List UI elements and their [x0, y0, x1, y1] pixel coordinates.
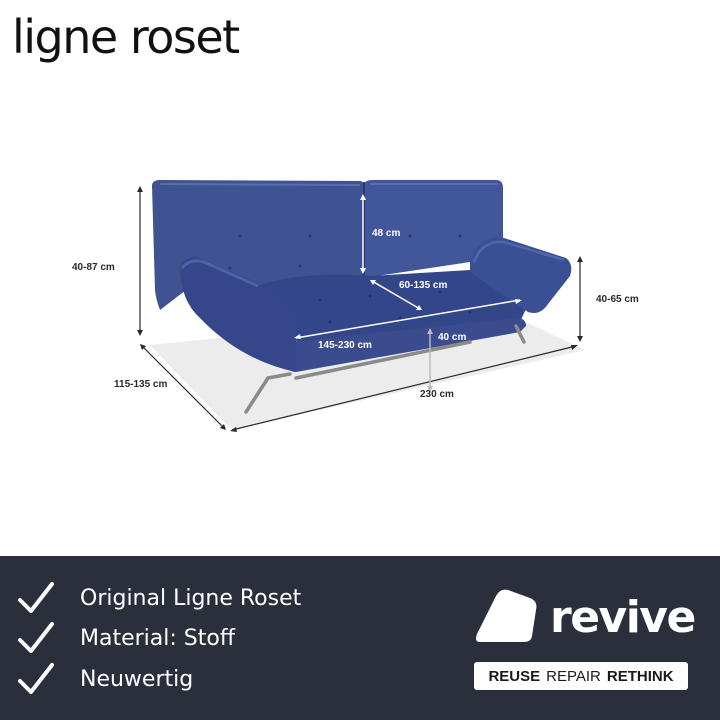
revive-logo: revive: [474, 586, 696, 656]
right-armrest: [470, 237, 572, 313]
dimension-backrest-height: 48 cm: [372, 228, 400, 239]
left-armrest: [180, 257, 296, 372]
dimension-total-width: 230 cm: [420, 389, 454, 400]
dimension-seat-depth: 60-135 cm: [399, 280, 447, 291]
revive-wordmark: revive: [550, 592, 696, 643]
dimension-depth: 115-135 cm: [114, 379, 167, 390]
check-icon: [18, 622, 54, 653]
dimension-arm-height: 40-65 cm: [596, 294, 639, 305]
feature-label: Neuwertig: [80, 666, 194, 692]
tagline-rethink: RETHINK: [606, 667, 674, 685]
dimension-back-height: 40-87 cm: [72, 262, 115, 273]
sofa-photo: 40-87 cm 115-135 cm 48 cm 60-135 cm 40-6…: [72, 180, 639, 432]
seat-dimension-lines: [294, 194, 522, 339]
check-icon: [18, 663, 54, 694]
brand-logo: ligne roset: [12, 10, 240, 64]
feature-label: Original Ligne Roset: [80, 585, 302, 611]
feature-item: Original Ligne Roset: [16, 578, 301, 618]
sofa-legs: [244, 324, 526, 414]
tagline-reuse: REUSE: [488, 667, 541, 685]
feature-label: Material: Stoff: [80, 625, 235, 651]
info-footer: Original Ligne Roset Material: Stoff Neu…: [0, 556, 720, 720]
revive-shape-icon: [476, 589, 537, 642]
dimension-seat-height: 40 cm: [438, 332, 466, 343]
dimension-seat-width: 145-230 cm: [318, 340, 372, 351]
tagline-repair: REPAIR: [546, 667, 601, 685]
feature-item: Material: Stoff: [16, 618, 235, 658]
check-icon: [18, 582, 54, 613]
sofa-base: [288, 318, 526, 372]
tagline: REUSE REPAIR RETHINK: [474, 662, 688, 690]
dimension-lines: [137, 186, 583, 432]
feature-item: Neuwertig: [16, 659, 193, 699]
